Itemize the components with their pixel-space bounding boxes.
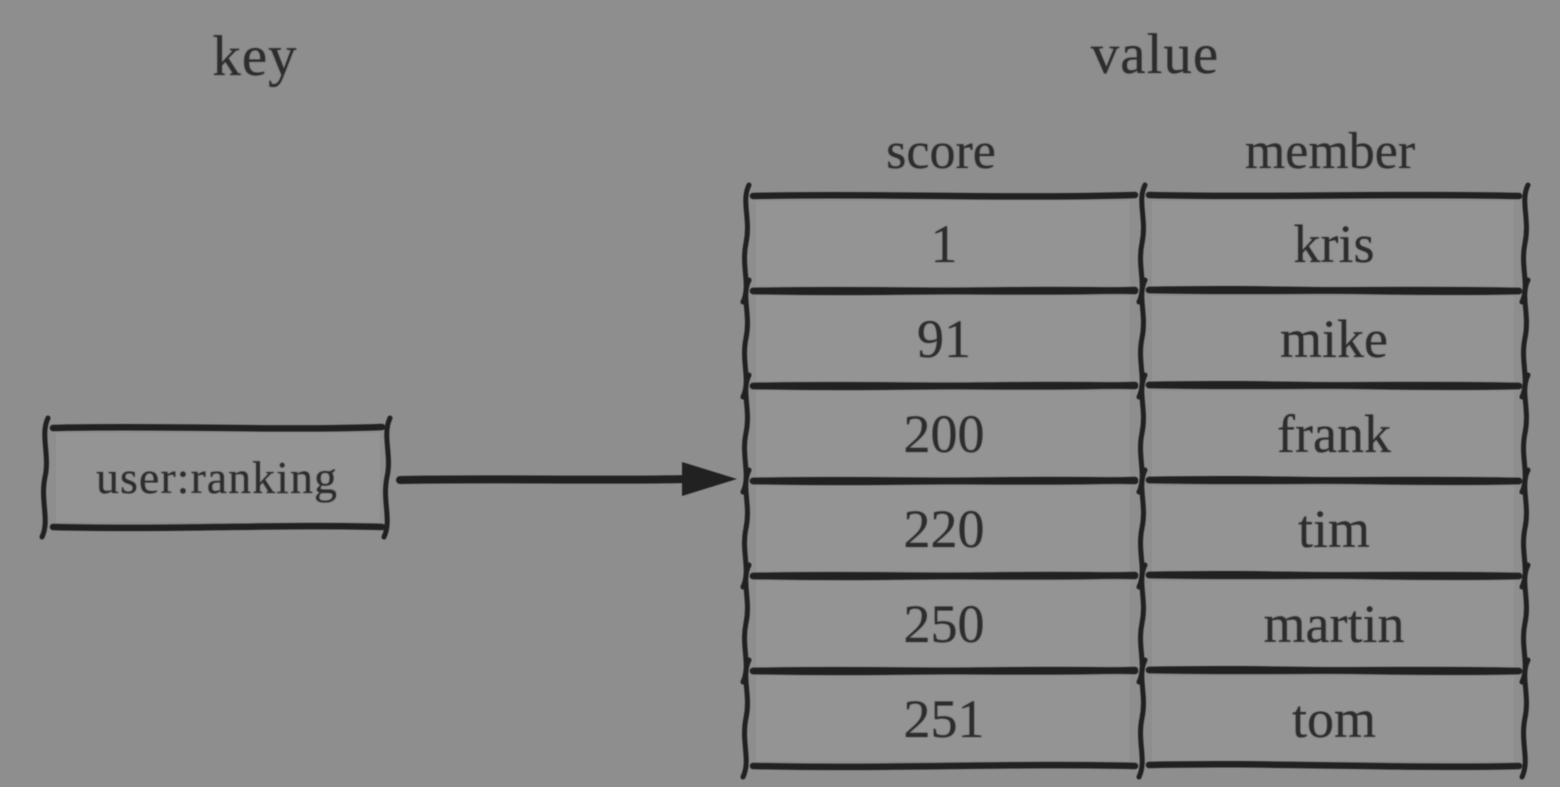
key-box: user:ranking <box>36 415 398 540</box>
member-cell: kris <box>1293 213 1375 274</box>
member-cell: martin <box>1263 593 1405 654</box>
score-cell: 250 <box>903 593 985 654</box>
column-header-score: score <box>886 123 996 180</box>
member-cell: frank <box>1277 403 1391 464</box>
member-cell: tim <box>1297 498 1370 559</box>
table-row: 220 tim <box>738 467 1532 590</box>
member-cell: tom <box>1291 688 1376 749</box>
score-cell: 91 <box>917 308 971 369</box>
table-row: 91 mike <box>738 277 1532 400</box>
table-row: 251 tom <box>738 657 1532 780</box>
score-cell: 200 <box>903 403 985 464</box>
key-section-label: key <box>212 25 298 88</box>
member-cell: mike <box>1280 308 1388 369</box>
value-section-label: value <box>1090 23 1220 86</box>
column-header-member: member <box>1244 123 1416 180</box>
score-cell: 1 <box>930 213 958 274</box>
table-row: 250 martin <box>738 562 1532 685</box>
score-cell: 220 <box>903 498 985 559</box>
score-cell: 251 <box>903 688 985 749</box>
value-table: 1 kris 91 mike 200 frank <box>738 182 1532 787</box>
arrow-icon <box>396 462 737 496</box>
key-name: user:ranking <box>96 452 338 503</box>
